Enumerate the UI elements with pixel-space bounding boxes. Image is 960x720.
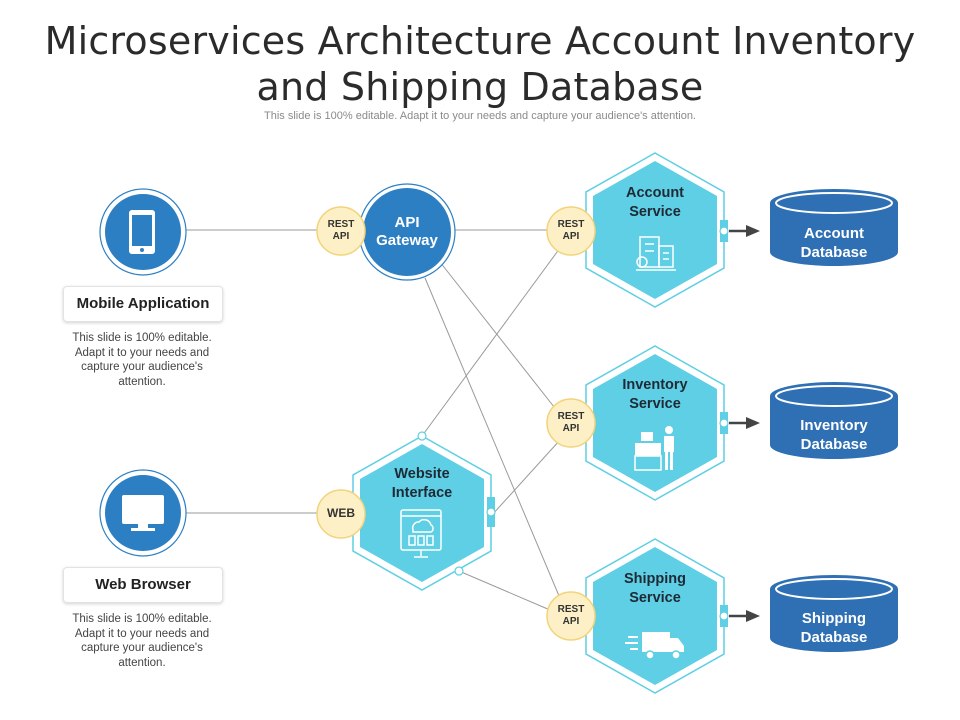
database-line-2: Database (800, 629, 868, 646)
api-gateway-label: API Gateway (363, 214, 451, 250)
arrow-to-account-db (746, 225, 760, 237)
rest-text: REST (557, 219, 585, 230)
website-interface-node (352, 431, 496, 591)
arrow-to-shipping-db (746, 610, 760, 622)
smartphone-icon (129, 210, 155, 254)
bank-building-icon (636, 236, 676, 271)
account-service-node (585, 152, 729, 308)
account-database-cylinder (770, 189, 898, 266)
shipping-database-label: Shipping Database (774, 609, 894, 647)
connector-lines (186, 229, 563, 611)
database-line-1: Inventory (800, 417, 868, 434)
title-line-1: Microservices Architecture Account Inven… (44, 19, 916, 63)
browser-client-node (99, 469, 187, 557)
shipping-service-label: Shipping Service (605, 570, 705, 608)
web-browser-description: This slide is 100% editable. Adapt it to… (72, 613, 212, 669)
api-text: API (562, 616, 580, 627)
database-line-1: Shipping (801, 610, 867, 627)
web-interface-icon (400, 509, 442, 558)
rest-badge-account-label: REST API (547, 219, 595, 243)
database-arrows (729, 225, 760, 622)
connector-gateway-inventory (439, 261, 559, 413)
website-line-1: Website (394, 466, 450, 482)
gateway-line-1: API (394, 214, 420, 231)
api-text: API (562, 423, 580, 434)
connector-website-shipping (458, 570, 551, 611)
connector-gateway-shipping (424, 277, 563, 604)
api-text: API (562, 231, 580, 242)
title-line-2: and Shipping Database (256, 65, 704, 109)
web-badge (316, 489, 366, 539)
database-line-1: Account (804, 225, 864, 242)
mobile-client-node (99, 188, 187, 276)
inventory-service-node (585, 345, 729, 501)
rest-badge-inventory-label: REST API (547, 411, 595, 435)
protocol-badges (316, 206, 596, 641)
web-badge-label: WEB (327, 506, 355, 520)
delivery-truck-icon (625, 632, 684, 660)
inventory-database-cylinder (770, 382, 898, 459)
service-line-1: Shipping (623, 571, 686, 587)
service-line-1: Inventory (622, 377, 688, 393)
connector-website-account (421, 247, 561, 437)
account-database-label: Account Database (774, 224, 894, 262)
rest-badge-gateway (316, 206, 366, 256)
rest-badge-shipping (546, 591, 596, 641)
website-interface-label: Website Interface (372, 465, 472, 503)
slide-title: Microservices Architecture Account Inven… (0, 18, 960, 110)
warehouse-worker-icon (634, 426, 674, 471)
service-line-2: Service (629, 396, 681, 412)
website-line-2: Interface (391, 485, 453, 501)
rest-badge-account (546, 206, 596, 256)
web-browser-label: Web Browser (63, 567, 223, 603)
inventory-database-label: Inventory Database (774, 416, 894, 454)
slide-subtitle: This slide is 100% editable. Adapt it to… (264, 110, 696, 122)
arrow-to-inventory-db (746, 417, 760, 429)
database-line-2: Database (800, 244, 868, 261)
service-line-1: Account (626, 185, 684, 201)
rest-badge-inventory (546, 398, 596, 448)
inventory-service-label: Inventory Service (605, 376, 705, 414)
monitor-icon (122, 495, 164, 531)
database-line-2: Database (800, 436, 868, 453)
mobile-application-label: Mobile Application (63, 286, 223, 322)
service-line-2: Service (629, 204, 681, 220)
rest-text: REST (327, 219, 355, 230)
api-text: API (332, 231, 350, 242)
api-gateway-node (358, 183, 456, 281)
rest-text: REST (557, 411, 585, 422)
shipping-database-cylinder (770, 575, 898, 652)
service-line-2: Service (629, 590, 681, 606)
rest-text: REST (557, 604, 585, 615)
gateway-line-2: Gateway (376, 232, 438, 249)
connector-website-inventory (491, 439, 561, 516)
shipping-service-node (585, 538, 729, 694)
mobile-application-description: This slide is 100% editable. Adapt it to… (72, 332, 212, 388)
account-service-label: Account Service (605, 184, 705, 222)
rest-badge-shipping-label: REST API (547, 604, 595, 628)
rest-badge-gateway-label: REST API (317, 219, 365, 243)
